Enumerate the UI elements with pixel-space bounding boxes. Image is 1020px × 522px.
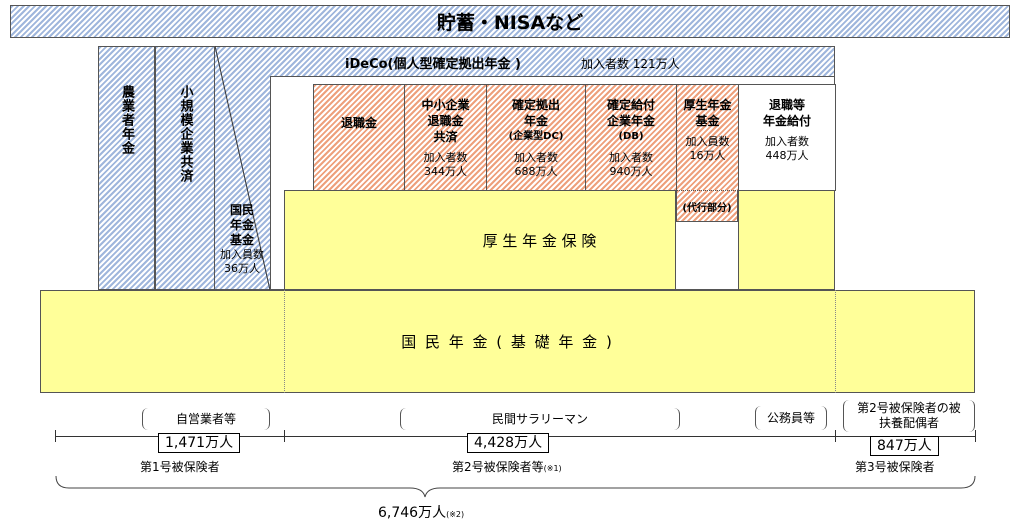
group-civil-desc: 公務員等 — [755, 406, 827, 430]
plan-count-label: 加入者数 — [514, 151, 558, 164]
total-brace — [55, 476, 976, 498]
civil-servant-text: 公務員等 — [766, 410, 815, 425]
plan-name: 退職等年金給付 — [763, 97, 811, 129]
national-pension-label: 国 民 年 金 ( 基 礎 年 金 ) — [401, 333, 614, 351]
national-pension-box: 国 民 年 金 ( 基 礎 年 金 ) — [40, 290, 975, 393]
small-business-mutual-column: 小規模企業共済 — [155, 46, 215, 290]
tick — [55, 430, 56, 442]
plan-name-line: 中小企業 — [421, 98, 470, 112]
divider-1 — [284, 290, 285, 393]
farmer-pension-column: 農業者年金 — [98, 46, 155, 290]
group-2-desc: 民間サラリーマン — [400, 408, 680, 430]
daiko-label: (代行部分) — [682, 202, 732, 214]
group-1-desc-text: 自営業者等 — [175, 411, 236, 426]
npf-name-3: 基金 — [229, 233, 254, 247]
tick — [835, 430, 836, 442]
plan-name-line: 基金 — [695, 114, 720, 128]
small-business-label: 小規模企業共済 — [177, 85, 193, 183]
total-count: 6,746万人 — [378, 505, 447, 521]
plan-name-line: 退職金 — [340, 116, 377, 130]
plan-name: 厚生年金基金 — [683, 97, 731, 129]
npf-label: 国民年金基金 加入員数 36万人 — [213, 203, 271, 276]
plan-name-line: 年金 — [523, 114, 548, 128]
plan-name-line: 確定給付 — [606, 98, 655, 112]
plan-count-label: 加入者数 — [765, 135, 809, 148]
group-3-desc-text: 第2号被保険者の被扶養配偶者 — [857, 401, 961, 430]
plan-name-line: 企業年金 — [606, 114, 655, 128]
plan-name-line: 確定拠出 — [511, 98, 560, 112]
group-1-desc: 自営業者等 — [142, 408, 270, 430]
plan-name-line: 共済 — [433, 130, 458, 144]
plan-name: 確定拠出年金 (企業型DC) — [509, 97, 564, 145]
tick — [975, 430, 976, 442]
npf-count: 36万人 — [224, 262, 260, 275]
employees-pension-box-right — [738, 190, 835, 290]
plan-count: 688万人 — [514, 165, 558, 178]
group-2-desc-text: 民間サラリーマン — [491, 411, 588, 426]
group-1-count: 1,471万人 — [158, 433, 241, 453]
plan-name-line: 退職等 — [768, 98, 805, 112]
group-3-label: 第3号被保険者 — [855, 460, 935, 474]
savings-nisa-banner: 貯蓄・NISAなど — [10, 5, 1010, 38]
employees-pension-box — [284, 190, 676, 290]
plan-name-line: 退職金 — [427, 114, 464, 128]
plan-count: 448万人 — [765, 149, 809, 162]
npf-name-1: 国民 — [229, 203, 254, 217]
farmer-pension-label: 農業者年金 — [119, 85, 134, 155]
total-note: (※2) — [446, 510, 465, 519]
npf-diagonal-line — [215, 46, 271, 290]
npf-count-label: 加入員数 — [220, 248, 264, 261]
ideco-label: iDeCo(個人型確定拠出年金 ) 加入者数 121万人 — [345, 53, 680, 72]
plan-count: 940万人 — [609, 165, 653, 178]
plan-name-line: (企業型DC) — [508, 131, 564, 142]
banner-title: 貯蓄・NISAなど — [436, 12, 584, 34]
plan-name-line: (DB) — [618, 131, 644, 142]
plan-count: 16万人 — [689, 149, 726, 162]
plan-count-label: 加入者数 — [609, 151, 653, 164]
ideco-title: iDeCo(個人型確定拠出年金 ) — [345, 57, 521, 72]
plan-name-line: 厚生年金 — [683, 98, 732, 112]
corporate-plan-0: 退職金 — [313, 84, 405, 191]
group-2-count: 4,428万人 — [467, 433, 550, 453]
tick — [284, 430, 285, 442]
plan-name: 確定給付企業年金 (DB) — [607, 97, 655, 145]
group-2-label: 第2号被保険者等 — [452, 460, 544, 474]
plan-name: 中小企業退職金共済 — [421, 97, 469, 145]
group-2-note: (※1) — [543, 464, 562, 473]
plan-name-line: 年金給付 — [762, 114, 811, 128]
plan-count-label: 加入者数 — [423, 151, 468, 164]
ideco-members: 加入者数 121万人 — [580, 57, 680, 71]
group-3-desc: 第2号被保険者の被扶養配偶者 — [843, 400, 975, 432]
plan-name: 退職金 — [341, 115, 377, 131]
group-3-count: 847万人 — [870, 436, 939, 456]
plan-count-label: 加入員数 — [685, 135, 730, 148]
daiko-section: (代行部分) — [676, 190, 738, 222]
employees-pension-label: 厚 生 年 金 保 険 — [482, 231, 597, 250]
divider-2 — [835, 290, 836, 393]
group-1-label: 第1号被保険者 — [140, 460, 220, 474]
plan-count: 344万人 — [424, 165, 467, 178]
npf-name-2: 年金 — [229, 218, 254, 232]
